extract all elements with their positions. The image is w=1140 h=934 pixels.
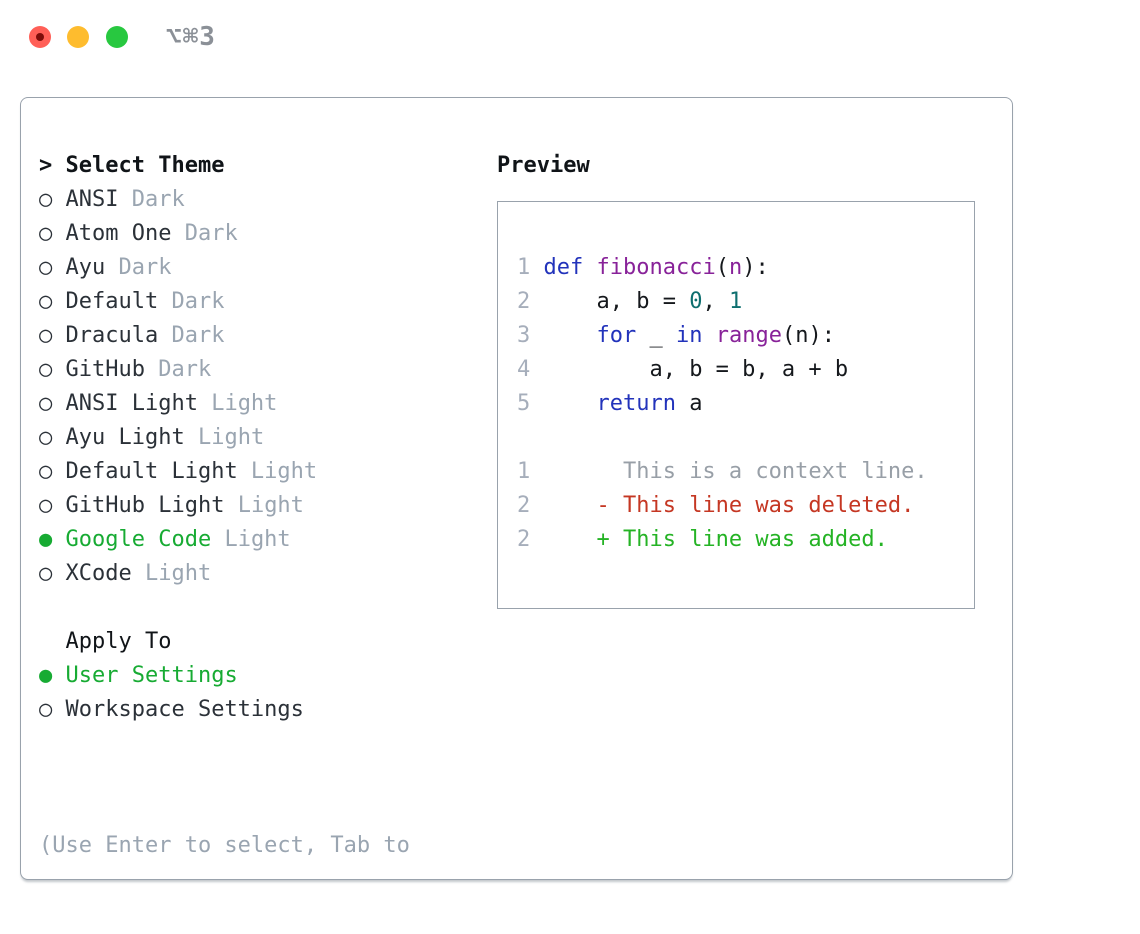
maximize-button[interactable] — [106, 26, 128, 48]
theme-option[interactable]: ○ Ayu Light Light — [39, 421, 410, 455]
gap — [39, 727, 410, 761]
radio-unselected-icon: ○ — [39, 425, 66, 450]
close-dot-icon — [36, 33, 44, 41]
apply-to-header: Apply To — [65, 629, 172, 654]
variant-label: Light — [184, 425, 265, 450]
radio-selected-icon: ● — [39, 527, 66, 552]
option-label: Default Light — [65, 459, 238, 484]
code-line: 2 a, b = 0, 1 — [517, 289, 743, 314]
apply-to-list: ● User Settings○ Workspace Settings — [39, 659, 410, 727]
apply-option[interactable]: ○ Workspace Settings — [39, 693, 410, 727]
radio-unselected-icon: ○ — [39, 221, 66, 246]
variant-label: Dark — [105, 255, 172, 280]
code-preview: 1 def fibonacci(n): 2 a, b = 0, 1 3 for _ … — [498, 202, 974, 557]
theme-option[interactable]: ○ Default Dark — [39, 285, 410, 319]
minimize-button[interactable] — [67, 26, 89, 48]
variant-label: Light — [237, 459, 318, 484]
radio-unselected-icon: ○ — [39, 561, 66, 586]
radio-unselected-icon: ○ — [39, 459, 66, 484]
hint-line-1: (Use Enter to select, Tab to — [39, 833, 410, 858]
variant-label: Dark — [144, 357, 212, 382]
option-label: ANSI — [65, 187, 119, 212]
apply-option[interactable]: ● User Settings — [39, 659, 410, 693]
radio-unselected-icon: ○ — [39, 187, 66, 212]
variant-label: Light — [224, 493, 304, 518]
radio-unselected-icon: ○ — [39, 697, 66, 722]
select-theme-label: Select Theme — [65, 153, 225, 178]
radio-selected-icon: ● — [39, 663, 66, 688]
theme-option[interactable]: ○ Ayu Dark — [39, 251, 410, 285]
variant-label: Dark — [118, 187, 185, 212]
code-line: 2 + This line was added. — [517, 527, 888, 552]
code-line — [517, 421, 974, 455]
radio-unselected-icon: ○ — [39, 357, 66, 382]
theme-option[interactable]: ○ Default Light Light — [39, 455, 410, 489]
option-label: GitHub Light — [65, 493, 225, 518]
code-line: 1 This is a context line. — [517, 459, 928, 484]
theme-picker-panel: > Select Theme ○ ANSI Dark○ Atom One Dar… — [20, 97, 1013, 880]
theme-option[interactable]: ○ XCode Light — [39, 557, 410, 591]
theme-list: ○ ANSI Dark○ Atom One Dark○ Ayu Dark○ De… — [39, 183, 410, 591]
radio-unselected-icon: ○ — [39, 255, 66, 280]
radio-unselected-icon: ○ — [39, 493, 66, 518]
theme-option[interactable]: ○ Dracula Dark — [39, 319, 410, 353]
code-line: 3 for _ in range(n): — [517, 323, 835, 348]
radio-unselected-icon: ○ — [39, 391, 66, 416]
option-label: Ayu Light — [65, 425, 185, 450]
select-theme-header: > Select Theme — [39, 149, 410, 183]
theme-option[interactable]: ○ GitHub Light Light — [39, 489, 410, 523]
variant-label: Dark — [158, 289, 225, 314]
option-label: Workspace Settings — [65, 697, 304, 722]
radio-unselected-icon: ○ — [39, 289, 66, 314]
option-label: Atom One — [65, 221, 172, 246]
preview-panel: Preview 1 def fibonacci(n): 2 a, b = 0, 1… — [497, 149, 975, 609]
variant-label: Light — [197, 391, 278, 416]
preview-title: Preview — [497, 153, 590, 178]
close-button[interactable] — [29, 26, 51, 48]
option-label: User Settings — [65, 663, 238, 688]
option-label: Default — [65, 289, 159, 314]
code-line: 5 return a — [517, 391, 703, 416]
option-label: Dracula — [65, 323, 159, 348]
titlebar: ⌥⌘3 — [0, 0, 1140, 97]
variant-label: Light — [211, 527, 291, 552]
variant-label: Dark — [171, 221, 238, 246]
theme-option[interactable]: ○ Atom One Dark — [39, 217, 410, 251]
variant-label: Dark — [158, 323, 225, 348]
code-line: 4 a, b = b, a + b — [517, 357, 849, 382]
preview-box: 1 def fibonacci(n): 2 a, b = 0, 1 3 for _ … — [497, 201, 975, 609]
option-label: GitHub — [65, 357, 145, 382]
theme-selector: > Select Theme ○ ANSI Dark○ Atom One Dar… — [39, 149, 410, 934]
gap — [39, 591, 410, 625]
option-label: Google Code — [65, 527, 212, 552]
option-label: ANSI Light — [65, 391, 198, 416]
code-line: 2 - This line was deleted. — [517, 493, 915, 518]
theme-option[interactable]: ○ ANSI Dark — [39, 183, 410, 217]
pointer-icon: > — [39, 153, 66, 178]
theme-option[interactable]: ○ GitHub Dark — [39, 353, 410, 387]
window-title: ⌥⌘3 — [166, 22, 216, 52]
code-line: 1 def fibonacci(n): — [517, 255, 769, 280]
hint-text: (Use Enter to select, Tab to change focu… — [39, 761, 410, 934]
radio-unselected-icon: ○ — [39, 323, 66, 348]
theme-option[interactable]: ○ ANSI Light Light — [39, 387, 410, 421]
option-label: XCode — [65, 561, 132, 586]
theme-option[interactable]: ● Google Code Light — [39, 523, 410, 557]
variant-label: Light — [131, 561, 212, 586]
option-label: Ayu — [65, 255, 106, 280]
